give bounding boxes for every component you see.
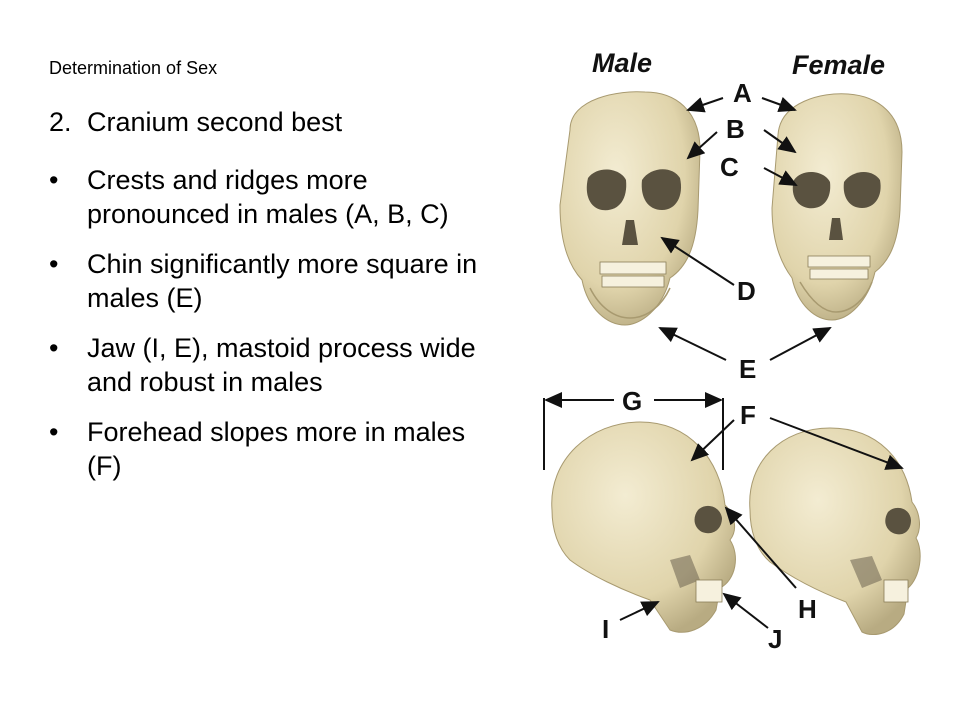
male-header: Male xyxy=(592,48,652,78)
male-frontal-skull xyxy=(559,91,701,326)
slide-title: Determination of Sex xyxy=(49,58,218,78)
bullet-text: Chin significantly more square in males … xyxy=(87,249,478,313)
label-j: J xyxy=(768,624,782,654)
bullet-marker: • xyxy=(49,417,59,447)
item-text: Cranium second best xyxy=(87,107,343,137)
bullet-marker: • xyxy=(49,165,59,195)
label-f: F xyxy=(740,400,756,430)
female-header: Female xyxy=(792,50,885,80)
bullet-marker: • xyxy=(49,333,59,363)
female-frontal-skull xyxy=(771,93,903,321)
bullet-marker: • xyxy=(49,249,59,279)
bullet-text: Crests and ridges more pronounced in mal… xyxy=(87,165,449,229)
label-d: D xyxy=(737,276,756,306)
bullet-item: • Chin significantly more square in males… xyxy=(49,247,489,315)
bullet-text: Jaw (I, E), mastoid process wide and rob… xyxy=(87,333,476,397)
label-e: E xyxy=(739,354,756,384)
annotation-lines xyxy=(543,97,904,629)
label-h: H xyxy=(798,594,817,624)
female-lateral-skull xyxy=(749,427,921,636)
bullet-item: • Crests and ridges more pronounced in ma… xyxy=(49,163,489,231)
label-g: G xyxy=(622,386,642,416)
bullet-item: • Jaw (I, E), mastoid process wide and ro… xyxy=(49,331,489,399)
skull-comparison-figure: Male Female xyxy=(530,40,930,660)
label-i: I xyxy=(602,614,609,644)
label-c: C xyxy=(720,152,739,182)
skull-diagram: Male Female xyxy=(530,40,930,660)
bullet-item: • Forehead slopes more in males (F) xyxy=(49,415,489,483)
bullet-text: Forehead slopes more in males (F) xyxy=(87,417,466,481)
label-a: A xyxy=(733,78,752,108)
item-number: 2. xyxy=(49,107,72,137)
label-b: B xyxy=(726,114,745,144)
bullet-list: • Crests and ridges more pronounced in ma… xyxy=(49,163,489,499)
male-lateral-skull xyxy=(551,421,736,633)
numbered-item: 2. Cranium second best xyxy=(49,105,342,139)
